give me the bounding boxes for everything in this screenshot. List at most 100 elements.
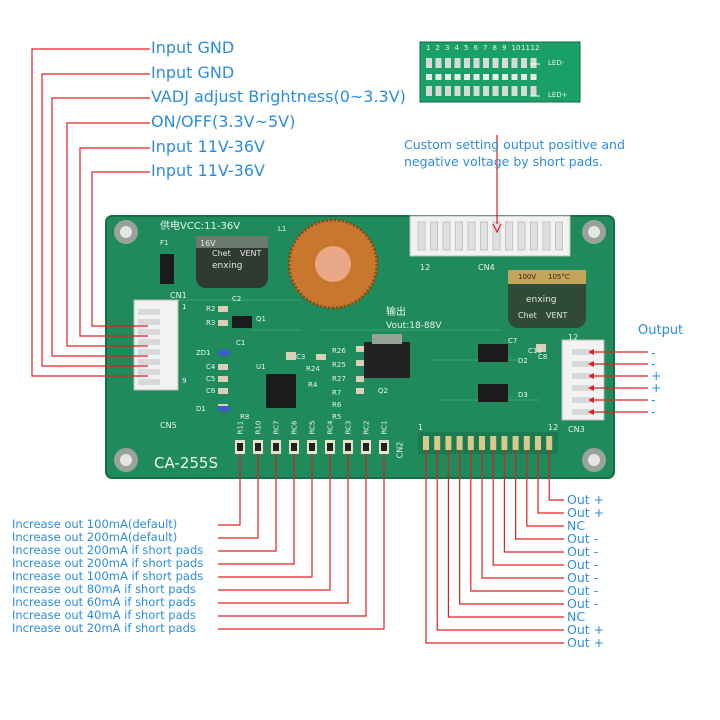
resistor-body xyxy=(273,443,279,451)
resistor-body xyxy=(291,443,297,451)
resistor-label: RC6 xyxy=(290,420,299,435)
cn2-pin-first: 1 xyxy=(418,423,424,432)
inset-pad-number: 4 xyxy=(454,44,459,52)
model-label: CA-255S xyxy=(154,454,218,472)
out-label: Out + xyxy=(567,505,605,520)
cn3-pin xyxy=(572,385,592,391)
inset-pad-number: 8 xyxy=(492,44,497,52)
inset-pad xyxy=(530,58,537,68)
note-pointer-arrow xyxy=(492,223,502,234)
resistor-label: RC2 xyxy=(362,420,371,435)
inset-pad-number: 6 xyxy=(473,44,478,52)
input-wire xyxy=(51,97,150,357)
cap-right-rating: 100V xyxy=(518,273,537,281)
inset-pad xyxy=(492,86,499,96)
inset-pad xyxy=(445,86,451,96)
inset-pad xyxy=(473,58,480,68)
part-label: C4 xyxy=(206,363,216,371)
power-label: 供电VCC:11-36V xyxy=(160,221,241,232)
inset-pad xyxy=(502,74,508,80)
cap-right-temp: 105°C xyxy=(548,273,570,281)
part-label: ZD1 xyxy=(196,349,211,357)
out-wire xyxy=(492,450,564,566)
cn2-pad xyxy=(546,436,553,450)
inset-pad xyxy=(426,74,432,80)
cn4-pin xyxy=(430,221,438,251)
inset-pad xyxy=(426,86,432,96)
increase-label: Increase out 60mA if short pads xyxy=(12,595,196,609)
diode-d2 xyxy=(478,344,508,362)
cap-right-brand: enxing xyxy=(526,295,557,305)
part-label: C1 xyxy=(236,339,246,347)
resistor-label: R10 xyxy=(254,420,263,435)
part-label: C7 xyxy=(508,337,518,345)
increase-wire xyxy=(218,454,349,604)
toroid-inductor xyxy=(287,218,379,310)
cn4-pin xyxy=(417,221,426,251)
input-wire xyxy=(66,122,150,347)
resistor-label: RC4 xyxy=(326,420,335,435)
pad-note-line-2: negative voltage by short pads. xyxy=(404,154,603,169)
inset-pad xyxy=(492,58,499,68)
inset-pad-number: 1 xyxy=(426,44,431,52)
resistor-label: R8 xyxy=(240,413,250,421)
resistor-body xyxy=(327,443,333,451)
inset-pad xyxy=(530,86,537,96)
label-vadj: VADJ adjust Brightness(0~3.3V) xyxy=(151,87,406,106)
cn2-pad xyxy=(434,436,441,450)
inset-pad xyxy=(445,58,451,68)
cn2-pad xyxy=(445,436,452,450)
increase-label: Increase out 200mA(default) xyxy=(12,530,178,544)
inset-pad xyxy=(435,74,442,80)
mounting-hole xyxy=(582,448,606,472)
cn4-pin xyxy=(467,221,476,251)
inset-pad xyxy=(473,74,480,80)
resistor-body xyxy=(237,443,243,451)
cn1-pin xyxy=(138,309,160,315)
out-label: Out - xyxy=(567,570,599,585)
out-label: Out - xyxy=(567,531,599,546)
input-wire xyxy=(91,171,150,327)
inset-pad xyxy=(454,74,461,80)
output-arrow xyxy=(588,409,594,415)
inset-pad xyxy=(435,86,442,96)
inset-pad xyxy=(483,86,489,96)
cap-left-brand-2: Chet xyxy=(212,249,231,258)
resistor-label: RC3 xyxy=(344,420,353,435)
pad-note-line-1: Custom setting output positive and xyxy=(404,137,625,152)
inset-pad xyxy=(521,58,527,68)
inset-pad xyxy=(454,86,461,96)
cn4-pin xyxy=(480,221,488,251)
increase-label: Increase out 200mA if short pads xyxy=(12,543,204,557)
cn2-pin-last: 12 xyxy=(548,423,559,432)
part-label: C8 xyxy=(538,353,548,361)
inset-pad xyxy=(492,74,499,80)
label-input-gnd-2: Input GND xyxy=(151,63,235,82)
part-label: R24 xyxy=(306,365,320,373)
cn4-connector xyxy=(409,215,571,257)
cn4-pin xyxy=(555,221,563,251)
resistor-body xyxy=(255,443,261,451)
cn1-pin xyxy=(138,339,160,345)
cn1-pin xyxy=(138,329,160,335)
mounting-hole xyxy=(114,448,138,472)
output-arrow xyxy=(588,397,594,403)
smd-parts xyxy=(218,306,546,412)
part-label: R3 xyxy=(206,319,216,327)
part-label: C3 xyxy=(296,353,306,361)
capacitor-right xyxy=(508,270,586,328)
part-label: Q1 xyxy=(256,315,266,323)
cn1-pin xyxy=(138,359,160,365)
out-label: Out + xyxy=(567,492,605,507)
cn1-pin xyxy=(138,379,160,385)
cn3-pin xyxy=(572,397,592,403)
diode-d3 xyxy=(478,384,508,402)
increase-wire xyxy=(218,454,313,578)
cn1-pin xyxy=(138,349,160,355)
inset-pad xyxy=(483,58,489,68)
increase-label: Increase out 40mA if short pads xyxy=(12,608,196,622)
cn4-pin xyxy=(505,221,513,251)
cn1-connector xyxy=(133,299,179,391)
cn3-pin xyxy=(572,373,592,379)
